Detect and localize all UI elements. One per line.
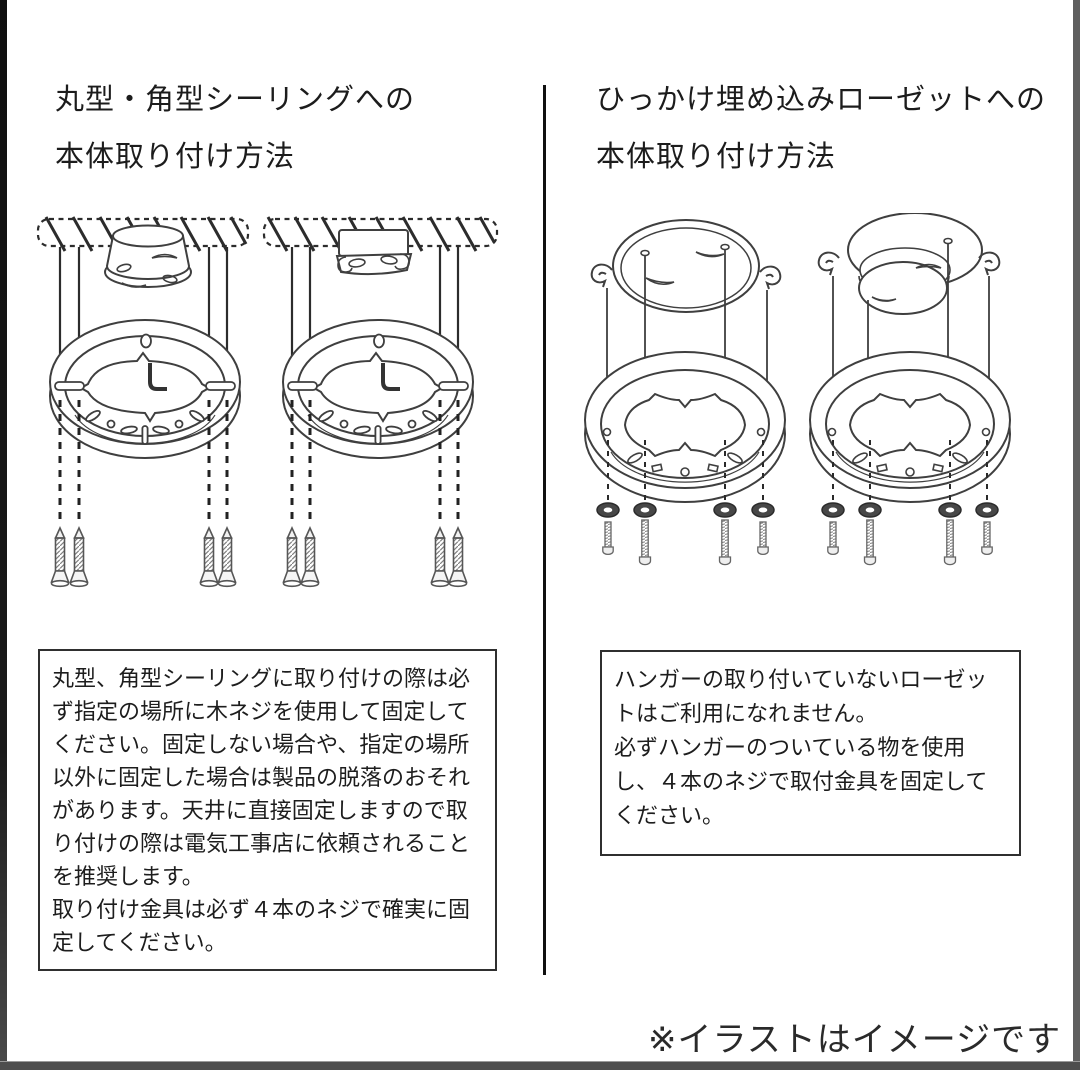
left-panel-note: 丸型、角型シーリングに取り付けの際は必 ず指定の場所に木ネジを使用して固定して … (38, 649, 497, 971)
mounting-ring (809, 351, 1011, 503)
photo-edge-bottom (0, 1061, 1080, 1070)
machine-screws (602, 519, 993, 566)
washers (596, 502, 999, 518)
right-panel-title: ひっかけ埋め込みローゼットへの 本体取り付け方法 (596, 84, 1047, 173)
screw-guide-lines-dashed (58, 400, 460, 524)
mounting-ring (584, 351, 786, 503)
right-panel-note: ハンガーの取り付いていないローゼッ トはご利用になれません。 必ずハンガーのつい… (600, 650, 1021, 856)
square-ceiling-rosette (335, 229, 413, 276)
mounting-ring (281, 318, 475, 460)
wood-screws (50, 527, 468, 588)
mount-guide-lines-solid (58, 247, 460, 398)
left-panel-title: 丸型・角型シーリングへの 本体取り付け方法 (55, 84, 416, 173)
illustration-disclaimer: ※イラストはイメージです (648, 1021, 1062, 1059)
diagram-ceiling-mount (36, 216, 499, 588)
mounting-ring (48, 318, 242, 460)
diagram-rosette-mount (584, 213, 1011, 566)
round-ceiling-rosette (104, 224, 192, 288)
recessed-rosette-flat (590, 219, 782, 313)
photo-edge-right (1073, 0, 1080, 1070)
recessed-rosette-stepped (817, 213, 1001, 315)
panel-divider-line (543, 85, 546, 975)
photo-edge-left (0, 0, 7, 1070)
